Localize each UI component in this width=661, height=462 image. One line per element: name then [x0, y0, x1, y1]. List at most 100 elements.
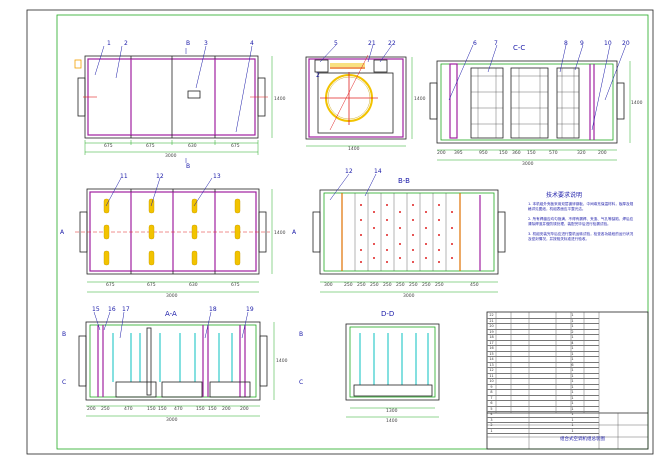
parts-row-no: 20: [489, 324, 494, 328]
parts-row-qty: 1: [571, 346, 574, 350]
section-mark-left: A: [60, 229, 65, 236]
parts-row-qty: 1: [571, 390, 574, 394]
parts-row-name: [496, 335, 565, 340]
side-view: 5 21 22 2 1400 1400: [305, 40, 426, 152]
parts-row-qty: 1: [571, 401, 574, 405]
parts-row-qty: 1: [571, 357, 574, 361]
section-cc-title: C-C: [513, 44, 525, 52]
section-mark-right: A: [292, 229, 297, 236]
dim-aa-2: 250: [101, 406, 110, 412]
dim-top-3: 630: [189, 282, 198, 288]
parts-row-no: 8: [490, 390, 493, 394]
parts-row-qty: 1: [571, 335, 574, 339]
parts-row-name: [496, 363, 565, 368]
parts-row-no: 16: [489, 346, 494, 350]
dim-bb-7: 250: [409, 282, 418, 288]
dim-side-height: 1400: [414, 96, 426, 102]
callout-6: 6: [473, 40, 477, 47]
parts-row-no: 6: [490, 401, 493, 405]
dim-cc-1: 200: [437, 150, 446, 156]
inner-frame: [56, 14, 649, 450]
parts-row-name: [496, 423, 565, 428]
dim-aa-6: 470: [174, 406, 183, 412]
parts-row-no: 15: [489, 351, 494, 356]
mark-c-right: C: [299, 379, 303, 386]
callout-2-side: 2: [316, 72, 320, 79]
callout-14: 14: [374, 168, 382, 175]
section-aa-title: A-A: [165, 310, 177, 318]
parts-row-qty: 1: [571, 351, 574, 356]
dim-aa-height: 1400: [276, 358, 288, 364]
dim-bb-8: 250: [422, 282, 431, 288]
callout-4: 4: [250, 40, 254, 47]
dim-bb-2: 250: [344, 282, 353, 288]
mark-b-left: B: [62, 331, 66, 338]
parts-row-no: 18: [489, 335, 494, 339]
note-2: 2. 所有焊缝应均匀饱满，不得有漏焊、夹渣、气孔等缺陷，焊后应清除焊渣并做防锈处…: [528, 217, 634, 226]
callout-13: 13: [213, 173, 221, 180]
dim-cc-6: 150: [527, 150, 536, 156]
parts-row-no: 21: [489, 318, 494, 323]
parts-row-qty: 1: [571, 395, 574, 400]
callout-8: 8: [564, 40, 568, 47]
parts-row-name: [496, 341, 565, 346]
parts-row-qty: 1: [571, 417, 574, 422]
parts-row-name: [496, 390, 565, 395]
parts-row-qty: 4: [571, 340, 574, 345]
dim-bb-6: 250: [396, 282, 405, 288]
dim-bb-3: 250: [357, 282, 366, 288]
mark-c-left: C: [62, 379, 66, 386]
parts-row-no: 17: [489, 340, 494, 345]
parts-row-qty: 1: [571, 384, 574, 389]
dim-dd-inner: 1300: [386, 408, 398, 414]
callout-17: 17: [122, 306, 130, 313]
dim-cc-9: 200: [598, 150, 607, 156]
dim-front-2: 675: [146, 143, 155, 149]
callout-18: 18: [209, 306, 217, 313]
section-dd: D-D 1300 1400: [345, 310, 440, 424]
parts-row-no: 3: [490, 417, 493, 422]
parts-row-no: 2: [490, 423, 493, 427]
dim-top-4: 675: [231, 282, 240, 288]
parts-row-qty: 1: [571, 324, 574, 328]
parts-row-name: [496, 418, 565, 423]
parts-row-name: [496, 313, 565, 318]
callout-11: 11: [120, 173, 128, 180]
outer-border: [26, 9, 654, 455]
section-dd-title: D-D: [381, 310, 394, 318]
parts-row-no: 11: [489, 373, 494, 378]
callout-22: 22: [388, 40, 396, 47]
parts-row-no: 7: [490, 395, 493, 400]
technical-notes: 技术要求说明: [546, 191, 582, 199]
parts-row-name: [496, 385, 565, 390]
callout-12-bb: 12: [345, 168, 353, 175]
callout-3: 3: [204, 40, 208, 47]
dim-side-width: 1400: [348, 146, 360, 152]
dim-aa-4: 150: [147, 406, 156, 412]
parts-row: 15 1: [487, 351, 599, 357]
parts-row-no: 14: [489, 357, 494, 361]
parts-row: 17 4: [487, 340, 599, 346]
parts-row-name: [496, 412, 565, 417]
dim-bb-5: 250: [383, 282, 392, 288]
mark-b-right: B: [299, 331, 303, 338]
dim-bb-9: 250: [435, 282, 444, 288]
parts-row-qty: 1: [571, 379, 574, 383]
callout-16: 16: [108, 306, 116, 313]
parts-row-no: 1: [490, 428, 493, 433]
notes-body: 1. 本机组外壳板采用双层镀锌钢板，中间填充保温材料，板厚及规格详见图纸，机组表…: [528, 202, 634, 242]
parts-row-name: [496, 374, 565, 379]
callout-10: 10: [604, 40, 612, 47]
callout-15: 15: [92, 306, 100, 313]
parts-row-name: [496, 379, 565, 384]
dim-dd-width: 1400: [386, 418, 398, 424]
front-view: 1 2 3 4 B B 675 675 630 675 3000 1400: [74, 40, 286, 170]
